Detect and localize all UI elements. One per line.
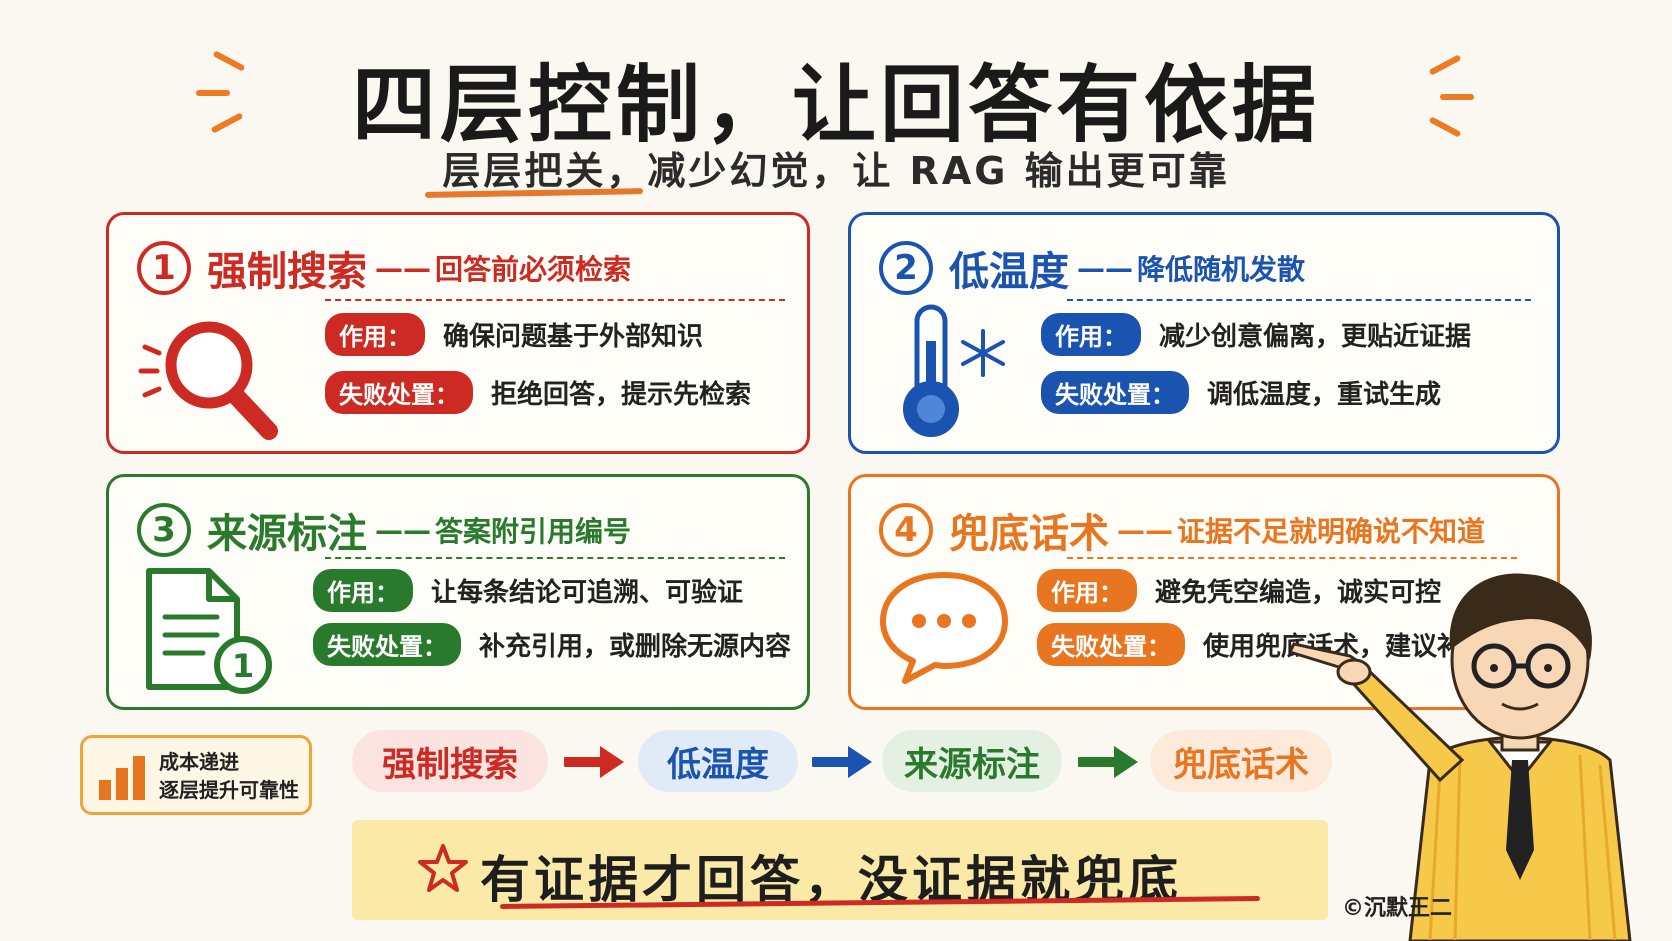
flow-step-forced-search: 强制搜索 [352,730,548,792]
fail-pill: 失败处置： [325,371,473,414]
document-icon: 1 [146,568,272,694]
cost-line-2: 逐层提升可靠性 [159,778,299,802]
fail-text: 拒绝回答，提示先检索 [491,380,752,410]
card-number: 1 [137,241,191,295]
card-dash: —— [375,513,431,547]
role-row: 作用： 避免凭空编造，诚实可控 [1037,569,1441,612]
card-subtitle: 证据不足就明确说不知道 [1177,515,1486,548]
star-icon [418,844,468,892]
speech-bubble-icon [880,572,1008,684]
fail-row: 失败处置： 补充引用，或删除无源内容 [313,623,791,666]
card-subtitle: 降低随机发散 [1137,253,1306,286]
card-dash: —— [375,251,431,285]
magnifier-icon [138,321,278,440]
card-fallback-response: 4 兜底话术 —— 证据不足就明确说不知道 作用： 避免凭空编造，诚实可控 失败… [848,474,1560,710]
presenter-character-icon [1290,573,1632,941]
bar-chart-icon [99,756,145,800]
role-text: 避免凭空编造，诚实可控 [1155,578,1442,608]
card-title: 低温度 [949,249,1069,295]
card-dash: —— [1117,513,1173,547]
cost-text: 成本递进 逐层提升可靠性 [159,748,299,804]
role-row: 作用： 减少创意偏离，更贴近证据 [1041,313,1471,356]
card-forced-search: 1 强制搜索 —— 回答前必须检索 作用： 确保问题基于外部知识 失败处置： 拒… [106,212,810,454]
fail-pill: 失败处置： [1041,371,1189,414]
divider [325,557,785,559]
arrow-right-icon [564,746,624,778]
snowflake-icon [961,329,1005,377]
card-number: 3 [137,503,191,557]
fail-pill: 失败处置： [1037,623,1185,666]
page-title: 四层控制，让回答有依据 [351,56,1320,154]
arrow-right-icon [1078,746,1138,778]
role-pill: 作用： [1041,313,1141,356]
card-header: 4 兜底话术 —— 证据不足就明确说不知道 [879,501,1485,559]
divider [1067,299,1531,301]
role-row: 作用： 确保问题基于外部知识 [325,313,703,356]
flow-step-fallback: 兜底话术 [1150,730,1332,792]
card-title: 来源标注 [207,511,367,557]
fail-row: 失败处置： 拒绝回答，提示先检索 [325,371,751,414]
arrow-right-icon [812,746,872,778]
card-source-citation: 3 来源标注 —— 答案附引用编号 1 作用： 让每条结论可追溯、可验证 失败处… [106,474,810,710]
card-title: 兜底话术 [949,511,1109,557]
divider [325,299,785,301]
flow-step-source-citation: 来源标注 [882,730,1062,792]
role-pill: 作用： [313,569,413,612]
role-text: 减少创意偏离，更贴近证据 [1159,322,1472,352]
fail-row: 失败处置： 调低温度，重试生成 [1041,371,1441,414]
flow-step-low-temperature: 低温度 [638,730,798,792]
role-pill: 作用： [325,313,425,356]
card-subtitle: 回答前必须检索 [435,253,632,286]
card-header: 1 强制搜索 —— 回答前必须检索 [137,239,631,297]
credit-text: ©沉默王二 [1342,896,1453,921]
svg-text:1: 1 [232,647,254,685]
card-number: 4 [879,503,933,557]
cost-line-1: 成本递进 [159,750,239,774]
card-header: 2 低温度 —— 降低随机发散 [879,239,1305,297]
divider [1067,557,1517,559]
card-number: 2 [879,241,933,295]
role-text: 让每条结论可追溯、可验证 [431,578,744,608]
card-header: 3 来源标注 —— 答案附引用编号 [137,501,631,559]
card-low-temperature: 2 低温度 —— 降低随机发散 作用： 减少创意偏离，更贴近证据 失败处置： 调… [848,212,1560,454]
fail-text: 调低温度，重试生成 [1207,380,1442,410]
card-subtitle: 答案附引用编号 [435,515,632,548]
fail-text: 补充引用，或删除无源内容 [479,632,792,662]
page-subtitle: 层层把关，减少幻觉，让 RAG 输出更可靠 [442,149,1230,193]
cost-progression-box: 成本递进 逐层提升可靠性 [80,735,312,815]
role-text: 确保问题基于外部知识 [443,322,704,352]
thermometer-icon [903,304,959,437]
role-row: 作用： 让每条结论可追溯、可验证 [313,569,743,612]
fail-pill: 失败处置： [313,623,461,666]
card-title: 强制搜索 [207,249,367,295]
role-pill: 作用： [1037,569,1137,612]
card-dash: —— [1077,251,1133,285]
